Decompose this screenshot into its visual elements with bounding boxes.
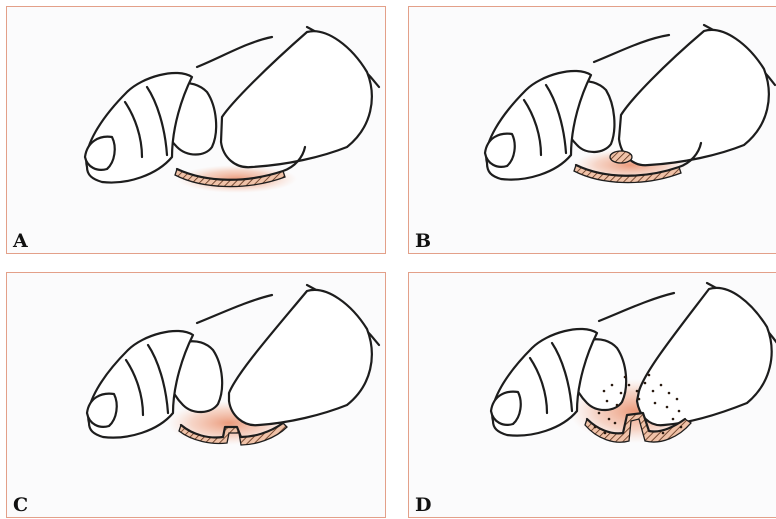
joint-drawing-a xyxy=(7,7,386,254)
panel-label-c: C xyxy=(13,496,28,515)
joint-drawing-b xyxy=(409,7,776,254)
joint-drawing-c xyxy=(7,273,386,518)
panel-d: D xyxy=(408,272,776,518)
panel-label-d: D xyxy=(415,496,431,515)
panel-c: C xyxy=(6,272,386,518)
panel-label-a: A xyxy=(13,232,28,251)
panel-a: A xyxy=(6,6,386,254)
joint-drawing-d xyxy=(409,273,776,518)
panel-label-b: B xyxy=(415,232,431,251)
panel-b: B xyxy=(408,6,776,254)
